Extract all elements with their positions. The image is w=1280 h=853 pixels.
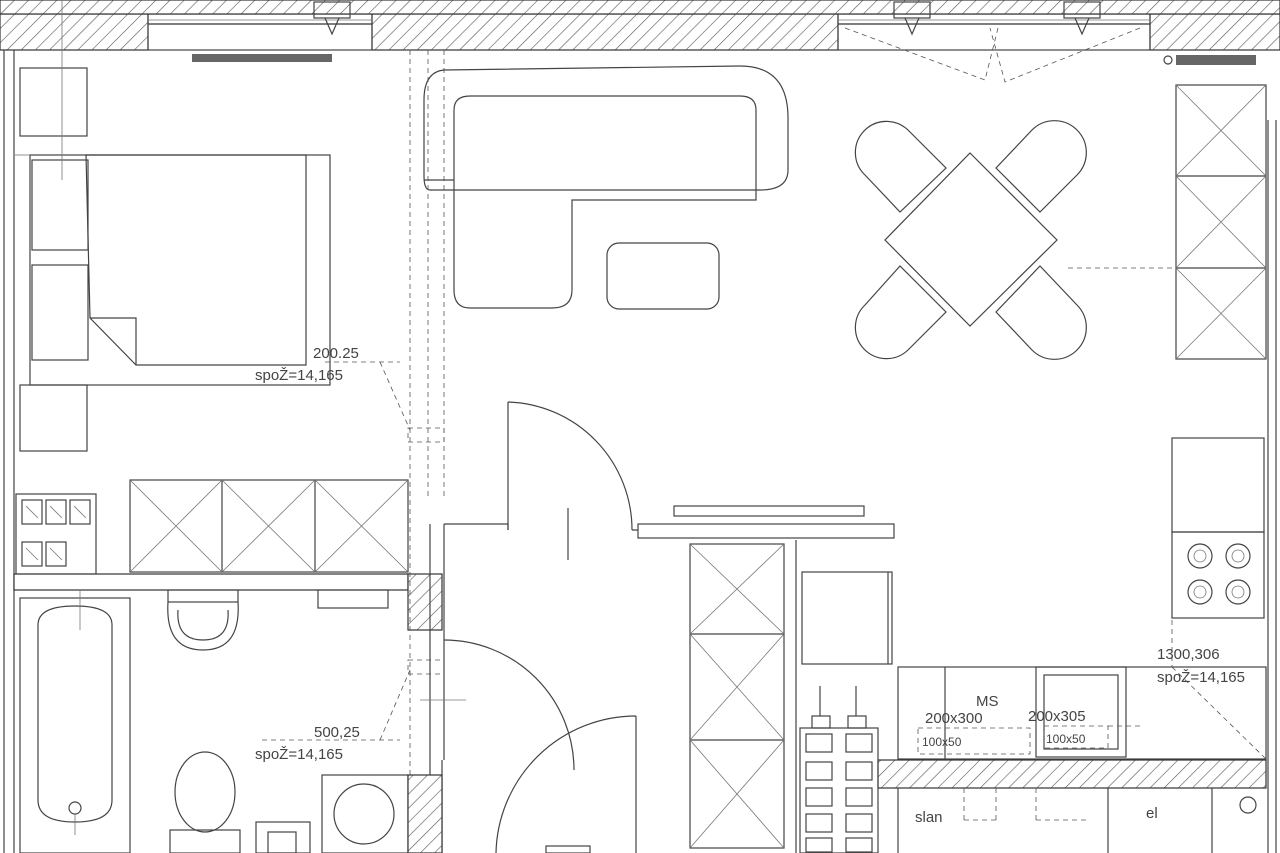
ottoman [606,242,720,310]
opening-dashes [917,725,1140,755]
kitchen-counter [897,620,1267,760]
window-handles [313,1,1101,36]
structure-dashes [262,50,445,780]
boiler-panel [799,686,879,853]
opening-2-sub-label: 100x50 [1046,732,1086,746]
bedroom-wardrobe [129,479,409,573]
door-entry [441,715,637,853]
door-bathroom [420,639,575,771]
bedroom-spoz-label: spoŽ=14,165 [255,367,343,384]
opening-2-label: 200x305 [1028,708,1086,725]
hall-wardrobe [689,540,797,853]
sofa [423,65,789,309]
bathroom-wall-right [407,774,443,853]
bathtub [19,590,131,853]
opening-1-sub-label: 100x50 [922,735,962,749]
slan-label: slan [915,809,943,826]
radiator-living [1163,55,1256,65]
kitchen-spoz-label: spoŽ=14,165 [1157,669,1245,686]
kitchen-code-label: 1300,306 [1157,646,1220,663]
exterior-wall-top [0,0,1280,51]
bathroom-code-label: 500,25 [314,724,360,741]
balcony-door-swing [844,27,1141,83]
partition-wall [13,573,443,631]
fridge [1171,437,1265,533]
electrical-panel [15,493,97,575]
bathroom-spoz-label: spoŽ=14,165 [255,746,343,763]
opening-1-label: 200x300 [925,710,983,727]
bedroom-bed [15,0,331,452]
kitchen-back-wall [877,759,1267,853]
bedroom-code-label: 200.25 [313,345,359,362]
towel-radiator [317,589,389,609]
radiator-bedroom [192,54,332,62]
dining-table [854,120,1176,360]
cooktop [1171,531,1265,619]
exterior-wall-right [1267,120,1277,853]
toilet [169,751,241,853]
el-label: el [1146,805,1158,822]
door-living [429,401,638,780]
washer [801,571,893,665]
sink [167,589,239,651]
ms-label: MS [976,693,999,710]
exterior-wall-left [3,50,15,853]
hall-shelf [637,505,895,539]
bathroom-washer [255,774,409,853]
living-wardrobe [1175,84,1267,360]
